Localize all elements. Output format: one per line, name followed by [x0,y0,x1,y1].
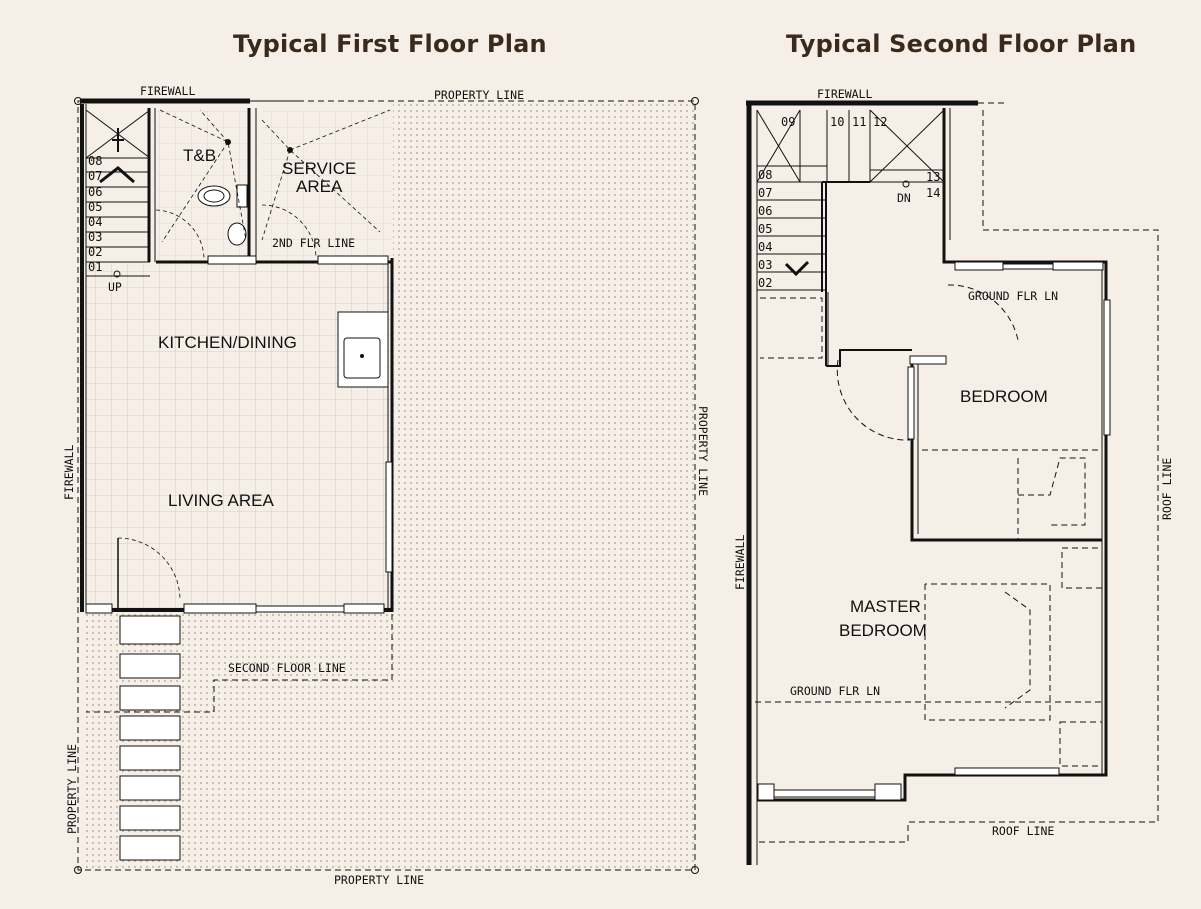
step-number: 07 [88,169,102,183]
ground-floor-line-label: GROUND FLR LN [790,684,880,698]
yard-front [82,612,393,870]
step-number: 02 [758,276,772,290]
roof-line-label: ROOF LINE [992,824,1054,838]
room-master-line2: BEDROOM [839,621,927,640]
step-number: 02 [88,245,102,259]
room-bedroom: BEDROOM [960,387,1048,406]
second-floor-line-label: 2ND FLR LINE [272,236,355,250]
step-number: 08 [758,168,772,182]
step-number: 03 [88,230,102,244]
step-number: 05 [88,200,102,214]
up-label: UP [108,280,122,294]
room-service-line2: AREA [296,177,343,196]
step-number: 07 [758,186,772,200]
step-number: 13 [926,170,940,184]
step-number: 10 [830,115,844,129]
firewall-label: FIREWALL [62,445,76,500]
step-number: 11 [852,115,866,129]
property-line-label: PROPERTY LINE [65,744,79,834]
firewall-label: FIREWALL [733,535,747,590]
first-floor-plan: 08 07 06 05 04 03 02 01 UP T&B SERVICE A… [62,84,710,887]
step-number: 03 [758,258,772,272]
step-number: 08 [88,154,102,168]
step-number: 05 [758,222,772,236]
room-service-line1: SERVICE [282,159,356,178]
property-line-label: PROPERTY LINE [334,873,424,887]
room-tb: T&B [183,146,216,165]
second-floor-plan: 08 07 06 05 04 03 02 09 10 11 12 13 14 D… [733,87,1174,865]
room-kitchen-dining: KITCHEN/DINING [158,333,297,352]
step-number: 09 [781,115,795,129]
room-living-area: LIVING AREA [168,491,274,510]
second-floor-line-label: SECOND FLOOR LINE [228,661,346,675]
first-floor-title: Typical First Floor Plan [233,30,547,58]
step-number: 12 [873,115,887,129]
roof-line-label: ROOF LINE [1160,458,1174,520]
step-number: 01 [88,260,102,274]
step-number: 06 [758,204,772,218]
firewall-label: FIREWALL [817,87,872,101]
second-floor-title: Typical Second Floor Plan [786,30,1137,58]
firewall-label: FIREWALL [140,84,195,98]
room-master-line1: MASTER [850,597,921,616]
step-number: 04 [758,240,772,254]
step-number: 04 [88,215,102,229]
property-line-label: PROPERTY LINE [696,406,710,496]
down-label: DN [897,191,911,205]
ground-floor-line-label: GROUND FLR LN [968,289,1058,303]
step-number: 14 [926,186,940,200]
step-number: 06 [88,185,102,199]
yard-right [393,103,695,870]
property-line-label: PROPERTY LINE [434,88,524,102]
